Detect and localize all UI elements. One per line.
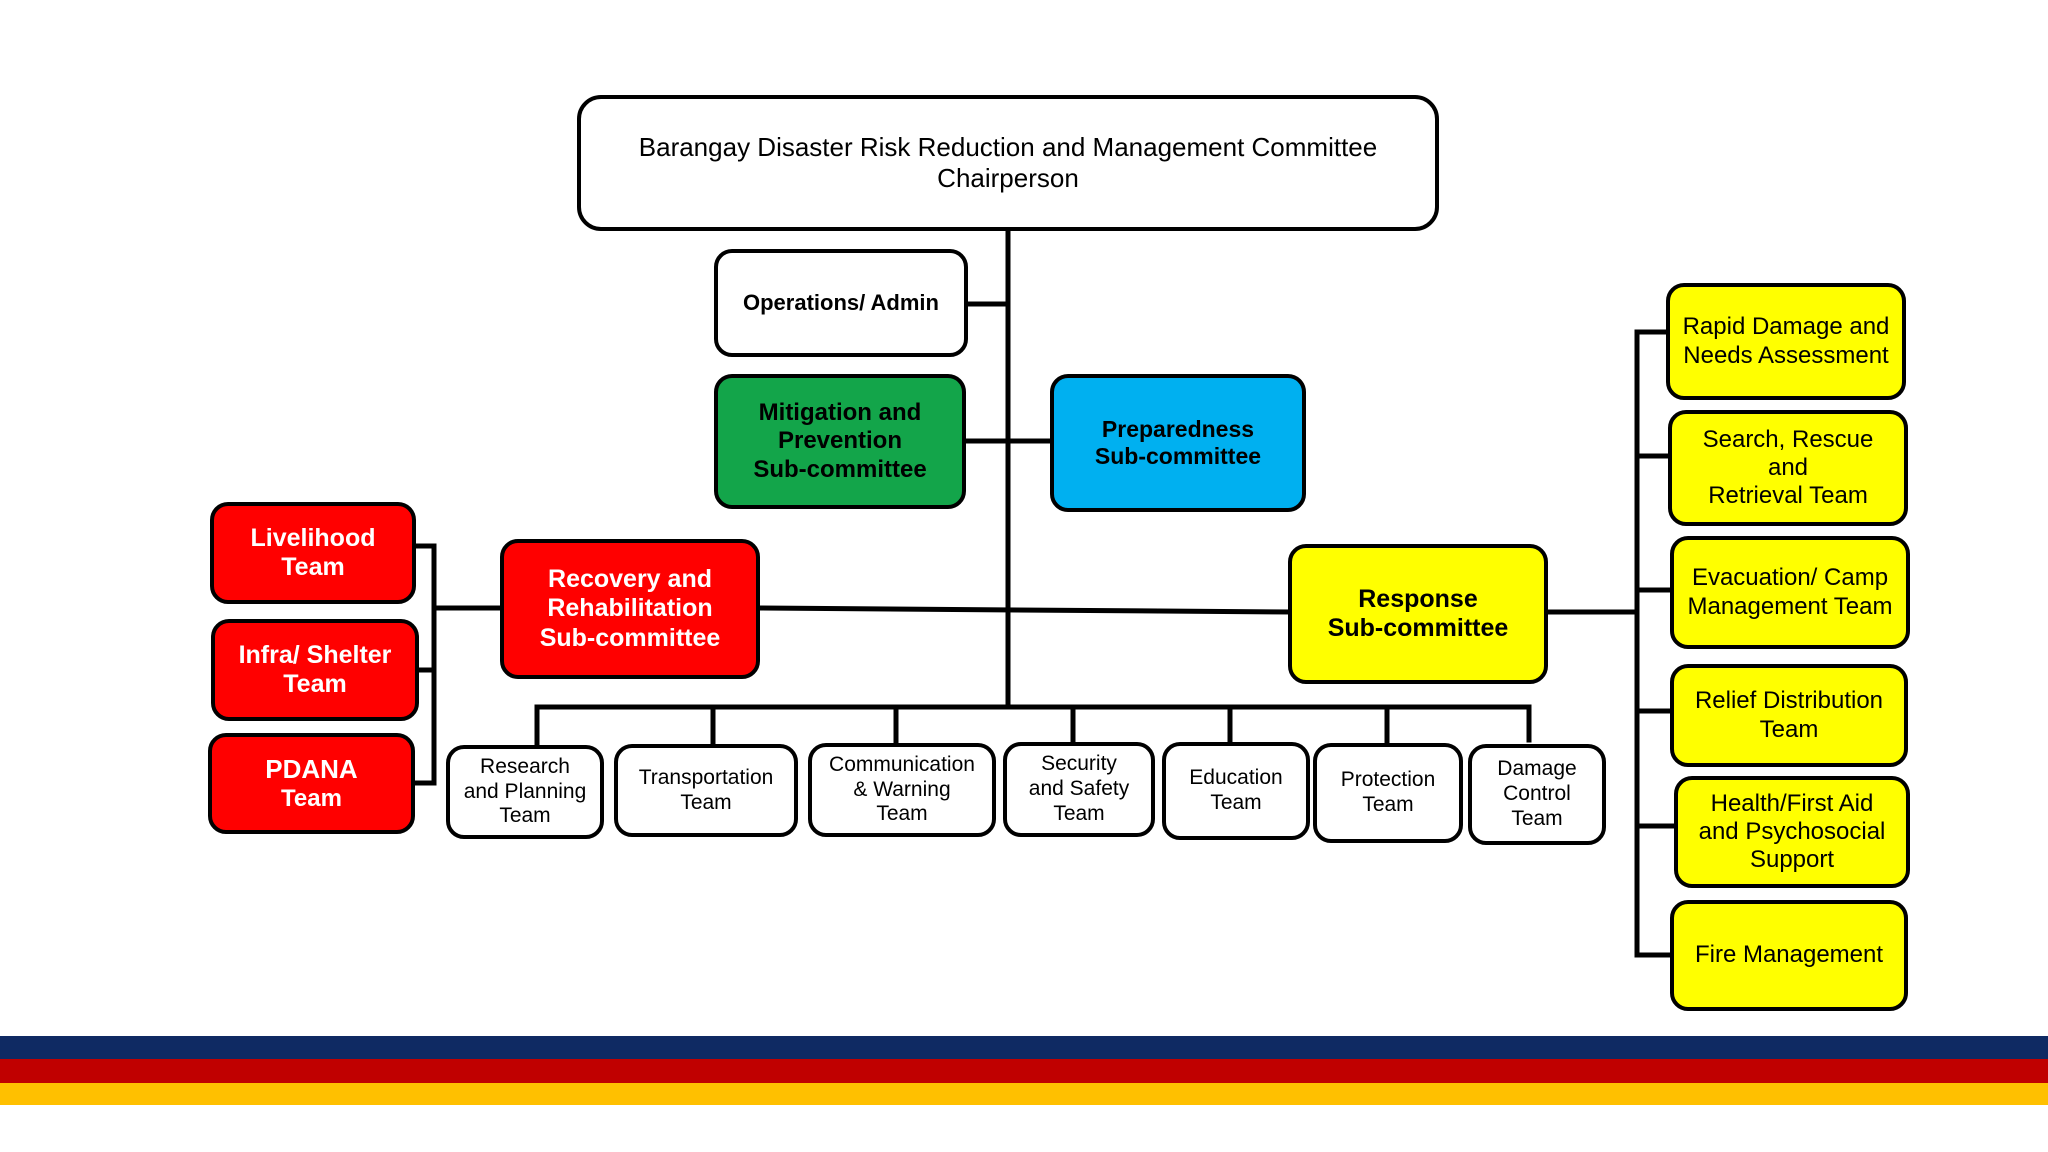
communication-line3: Team [876, 802, 928, 826]
education-team-box: Education Team [1162, 742, 1310, 840]
chairperson-line1: Barangay Disaster Risk Reduction and Man… [638, 132, 1378, 163]
pdana-line1: PDANA [265, 754, 358, 784]
livelihood-team-box: Livelihood Team [210, 502, 416, 604]
chairperson-box: Barangay Disaster Risk Reduction and Man… [577, 95, 1439, 231]
evacuation-line1: Evacuation/ Camp [1691, 564, 1889, 592]
protection-line2: Team [1362, 793, 1414, 816]
education-line2: Team [1210, 791, 1262, 814]
fire-management-box: Fire Management [1670, 900, 1908, 1011]
livelihood-line2: Team [281, 553, 345, 581]
health-line2: and Psychosocial [1698, 817, 1886, 845]
evacuation-line2: Management Team [1687, 592, 1893, 620]
transportation-line2: Team [680, 790, 732, 814]
search-rescue-line2: Retrieval Team [1708, 482, 1868, 510]
protection-line1: Protection [1340, 768, 1436, 792]
security-line2: and Safety [1028, 777, 1130, 801]
infra-shelter-team-box: Infra/ Shelter Team [211, 619, 419, 721]
mitigation-line1: Mitigation and [758, 399, 922, 427]
rapid-damage-line1: Rapid Damage and [1682, 313, 1890, 341]
damage-control-line3: Team [1511, 806, 1563, 830]
chairperson-line2: Chairperson [937, 163, 1079, 193]
damage-control-team-box: Damage Control Team [1468, 744, 1606, 845]
communication-line2: & Warning [853, 777, 951, 801]
search-rescue-team-box: Search, Rescue and Retrieval Team [1668, 410, 1908, 526]
response-line1: Response [1358, 584, 1478, 613]
research-planning-team-box: Research and Planning Team [446, 745, 604, 839]
livelihood-line1: Livelihood [250, 523, 376, 552]
mitigation-line3: Sub-committee [753, 455, 927, 483]
research-line1: Research [480, 754, 570, 778]
footer-stripe-red [0, 1059, 2048, 1083]
communication-warning-team-box: Communication & Warning Team [808, 743, 996, 837]
mitigation-line2: Prevention [777, 427, 902, 455]
operations-admin-box: Operations/ Admin [714, 249, 968, 357]
rapid-damage-line2: Needs Assessment [1683, 341, 1889, 369]
relief-line1: Relief Distribution [1694, 687, 1884, 715]
infra-shelter-line1: Infra/ Shelter [238, 640, 392, 669]
response-subcommittee-box: Response Sub-committee [1288, 544, 1548, 684]
damage-control-line2: Control [1503, 782, 1571, 806]
preparedness-line1: Preparedness [1101, 415, 1255, 442]
footer-stripe-gold [0, 1083, 2048, 1105]
security-safety-team-box: Security and Safety Team [1003, 742, 1155, 837]
education-line1: Education [1189, 766, 1283, 790]
security-line3: Team [1053, 801, 1105, 825]
protection-team-box: Protection Team [1313, 743, 1463, 843]
search-rescue-line1: Search, Rescue and [1702, 425, 1874, 481]
preparedness-subcommittee-box: Preparedness Sub-committee [1050, 374, 1306, 512]
infra-shelter-line2: Team [283, 670, 347, 698]
response-line2: Sub-committee [1327, 614, 1509, 642]
recovery-line3: Sub-committee [539, 623, 721, 652]
pdana-line2: Team [281, 784, 342, 812]
health-line1: Health/First Aid [1710, 789, 1874, 817]
transportation-team-box: Transportation Team [614, 744, 798, 837]
recovery-response-connector [753, 605, 1295, 615]
communication-line1: Communication [829, 752, 975, 776]
research-line2: and Planning [463, 779, 587, 803]
transportation-line1: Transportation [638, 765, 774, 789]
research-line3: Team [499, 804, 551, 828]
fire-management-line1: Fire Management [1694, 941, 1884, 969]
pdana-team-box: PDANA Team [208, 733, 415, 834]
rapid-damage-assessment-box: Rapid Damage and Needs Assessment [1666, 283, 1906, 400]
recovery-line1: Recovery and [548, 564, 712, 593]
evacuation-camp-team-box: Evacuation/ Camp Management Team [1670, 536, 1910, 649]
preparedness-line2: Sub-committee [1094, 443, 1262, 469]
relief-distribution-team-box: Relief Distribution Team [1670, 664, 1908, 767]
recovery-line2: Rehabilitation [547, 594, 713, 623]
mitigation-subcommittee-box: Mitigation and Prevention Sub-committee [714, 374, 966, 509]
relief-line2: Team [1759, 715, 1819, 743]
footer-stripe-navy [0, 1036, 2048, 1059]
operations-admin-label: Operations/ Admin [743, 290, 939, 316]
health-first-aid-box: Health/First Aid and Psychosocial Suppor… [1674, 776, 1910, 888]
damage-control-line1: Damage [1497, 757, 1577, 781]
recovery-subcommittee-box: Recovery and Rehabilitation Sub-committe… [500, 539, 760, 679]
security-line1: Security [1041, 752, 1117, 776]
health-line3: Support [1749, 846, 1835, 874]
